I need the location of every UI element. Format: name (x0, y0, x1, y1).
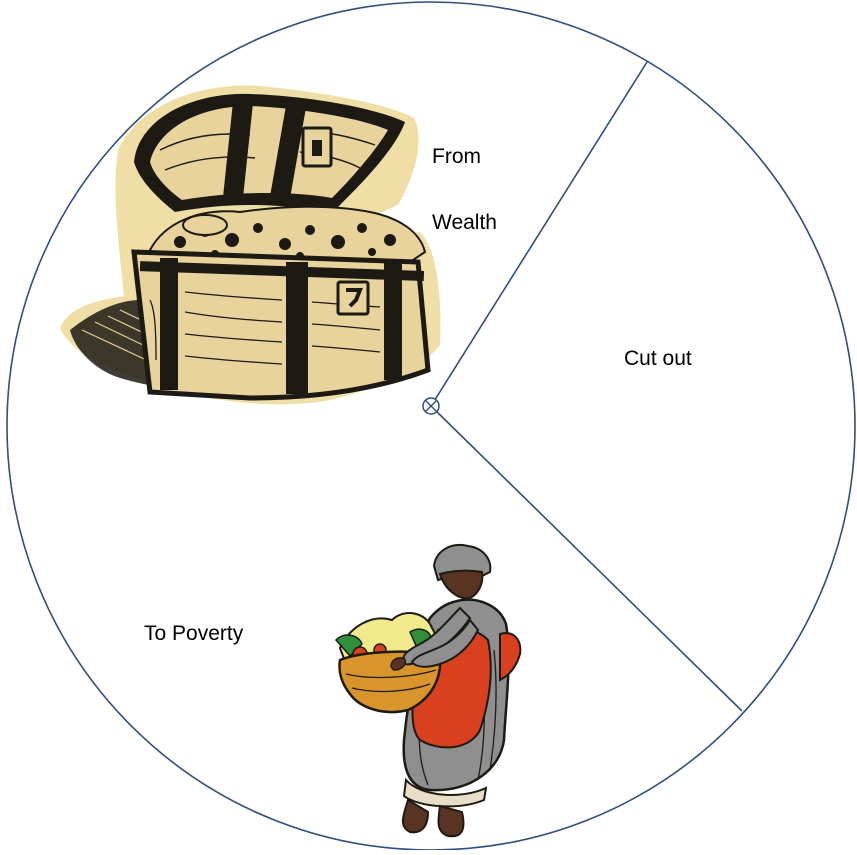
cut-line-upper (430, 61, 648, 407)
cut-out-label: Cut out (624, 347, 692, 370)
treasure-chest-icon (60, 85, 441, 405)
pivot-circle-x-icon (422, 397, 440, 415)
from-label: From (432, 145, 481, 168)
to-poverty-label: To Poverty (144, 622, 244, 645)
woman-with-basket-icon (334, 544, 522, 838)
cut-line-lower (430, 405, 743, 712)
wealth-label: Wealth (432, 211, 497, 234)
